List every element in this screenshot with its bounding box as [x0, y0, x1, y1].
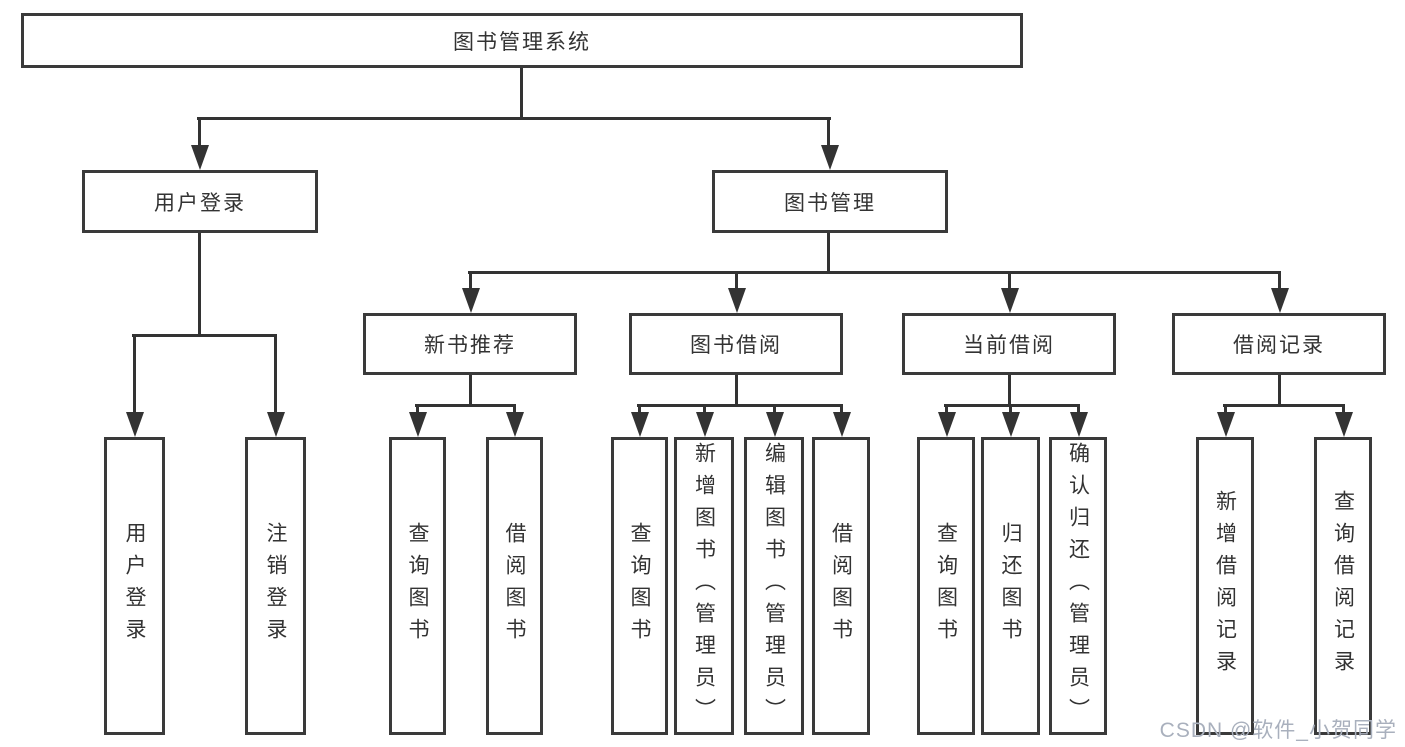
node-label: 新增图书（管理员） — [692, 442, 716, 730]
arrow-down-icon — [1271, 288, 1289, 313]
arrow-down-icon — [1070, 412, 1088, 437]
node-confirm-return-admin: 确认归还（管理员） — [1049, 437, 1107, 735]
connector-module-drop — [469, 271, 472, 291]
connector-m2-hline — [944, 404, 1080, 407]
arrow-down-icon — [631, 412, 649, 437]
connector-root-stem — [520, 68, 523, 119]
connector-m1-stem — [735, 375, 738, 406]
node-label: 查询图书 — [628, 522, 651, 650]
arrow-down-icon — [821, 145, 839, 170]
arrow-down-icon — [938, 412, 956, 437]
node-label: 编辑图书（管理员） — [762, 442, 786, 730]
node-add-borrow-record: 新增借阅记录 — [1196, 437, 1254, 735]
arrow-down-icon — [1335, 412, 1353, 437]
connector-module-drop — [1008, 271, 1011, 291]
node-label: 用户登录 — [154, 191, 246, 215]
connector-user-login-drop — [198, 117, 201, 149]
node-library-management-system: 图书管理系统 — [21, 13, 1023, 68]
node-new-book-recommendation: 新书推荐 — [363, 313, 577, 375]
arrow-down-icon — [191, 145, 209, 170]
node-label: 图书管理系统 — [453, 30, 591, 54]
arrow-down-icon — [696, 412, 714, 437]
node-label: 借阅记录 — [1233, 334, 1325, 357]
connector-leaf-drop — [1224, 404, 1227, 416]
arrow-down-icon — [728, 288, 746, 313]
connector-level3-hline — [468, 271, 1281, 274]
node-label: 查询图书 — [934, 522, 958, 650]
connector-m1-hline — [637, 404, 843, 407]
connector-level2-hline — [197, 117, 831, 120]
connector-m3-hline — [1223, 404, 1345, 407]
arrow-down-icon — [462, 288, 480, 313]
node-label: 借阅图书 — [829, 522, 853, 650]
node-user-login-group: 用户登录 — [82, 170, 318, 233]
arrow-down-icon — [833, 412, 851, 437]
node-query-books-current: 查询图书 — [917, 437, 975, 735]
node-add-book-admin: 新增图书（管理员） — [674, 437, 734, 735]
connector-m2-stem — [1008, 375, 1011, 406]
node-label: 图书管理 — [784, 191, 876, 215]
connector-user-child-drop — [274, 334, 277, 416]
arrow-down-icon — [409, 412, 427, 437]
node-query-books-borrow: 查询图书 — [611, 437, 668, 735]
connector-user-group-stem — [198, 233, 201, 336]
arrow-down-icon — [1217, 412, 1235, 437]
connector-m0-stem — [469, 375, 472, 406]
connector-leaf-drop — [1342, 404, 1345, 416]
node-user-login: 用户登录 — [104, 437, 165, 735]
arrow-down-icon — [1001, 288, 1019, 313]
connector-leaf-drop — [416, 404, 419, 416]
connector-book-mgmt-drop — [827, 117, 830, 149]
arrow-down-icon — [267, 412, 285, 437]
node-label: 图书借阅 — [690, 334, 782, 357]
node-current-borrowing: 当前借阅 — [902, 313, 1116, 375]
node-label: 查询图书 — [406, 522, 429, 650]
node-label: 查询借阅记录 — [1331, 490, 1355, 682]
node-borrow-books-recommend: 借阅图书 — [486, 437, 543, 735]
node-borrowing-records: 借阅记录 — [1172, 313, 1386, 375]
connector-user-group-hline — [132, 334, 277, 337]
connector-leaf-drop — [513, 404, 516, 416]
connector-module-drop — [1278, 271, 1281, 291]
connector-m0-hline — [415, 404, 516, 407]
arrow-down-icon — [1002, 412, 1020, 437]
node-label: 借阅图书 — [503, 522, 526, 650]
watermark-text: CSDN @软件_小贺同学 — [1159, 719, 1397, 742]
node-book-management: 图书管理 — [712, 170, 948, 233]
connector-m3-stem — [1278, 375, 1281, 406]
node-borrow-books-borrow: 借阅图书 — [812, 437, 870, 735]
node-return-books: 归还图书 — [981, 437, 1040, 735]
node-edit-book-admin: 编辑图书（管理员） — [744, 437, 804, 735]
connector-user-child-drop — [133, 334, 136, 416]
node-label: 当前借阅 — [963, 334, 1055, 357]
connector-module-drop — [735, 271, 738, 291]
arrow-down-icon — [126, 412, 144, 437]
connector-leaf-drop — [945, 404, 948, 416]
connector-leaf-drop — [1009, 404, 1012, 416]
node-logout-login: 注销登录 — [245, 437, 306, 735]
connector-leaf-drop — [840, 404, 843, 416]
node-label: 确认归还（管理员） — [1066, 442, 1090, 730]
connector-mgmt-stem — [827, 233, 830, 273]
node-label: 新增借阅记录 — [1213, 490, 1237, 682]
connector-leaf-drop — [1077, 404, 1080, 416]
node-book-borrowing: 图书借阅 — [629, 313, 843, 375]
connector-leaf-drop — [638, 404, 641, 416]
node-label: 新书推荐 — [424, 334, 516, 357]
connector-leaf-drop — [703, 404, 706, 416]
connector-leaf-drop — [773, 404, 776, 416]
node-label: 归还图书 — [999, 522, 1022, 650]
arrow-down-icon — [506, 412, 524, 437]
node-label: 用户登录 — [123, 522, 146, 650]
node-label: 注销登录 — [264, 522, 287, 650]
node-query-books-recommend: 查询图书 — [389, 437, 446, 735]
node-query-borrow-record: 查询借阅记录 — [1314, 437, 1372, 735]
arrow-down-icon — [766, 412, 784, 437]
